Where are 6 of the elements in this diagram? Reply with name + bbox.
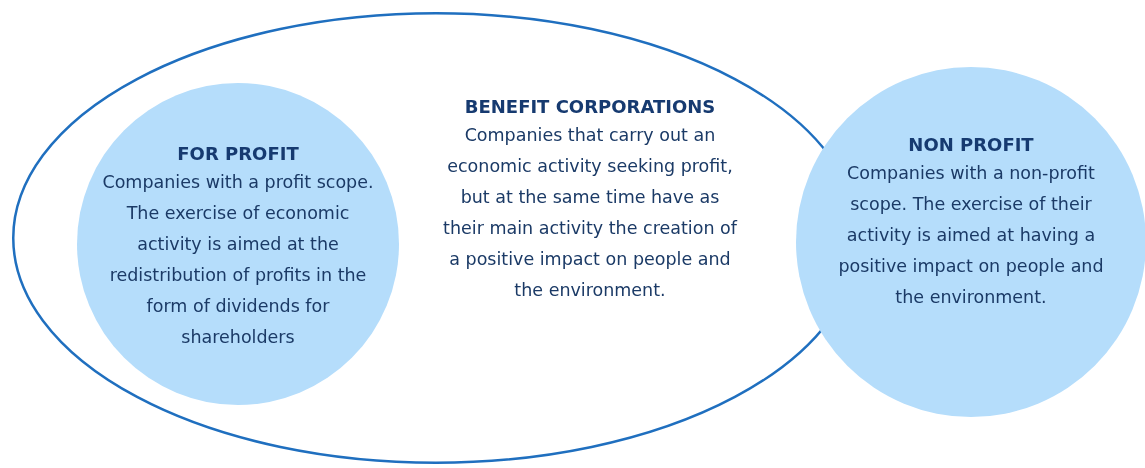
heading: NON PROFIT bbox=[907, 133, 1035, 157]
heading: BENEFIT CORPORATIONS bbox=[463, 95, 717, 119]
description: Companies with a profit scope. The exercise of economic activity is aimed at the redistribution of profits in the form of dividends for shareholders bbox=[102, 171, 374, 349]
description: Companies that carry out an economic activity seeking profit, but at the same time have as their main activity the creation of a positive impact on people and the environment. bbox=[442, 124, 739, 302]
description: Companies with a non-profit scope. The exercise of their activity is aimed at having a positive impact on people and the environment. bbox=[837, 162, 1105, 309]
heading: FOR PROFIT bbox=[176, 142, 300, 166]
